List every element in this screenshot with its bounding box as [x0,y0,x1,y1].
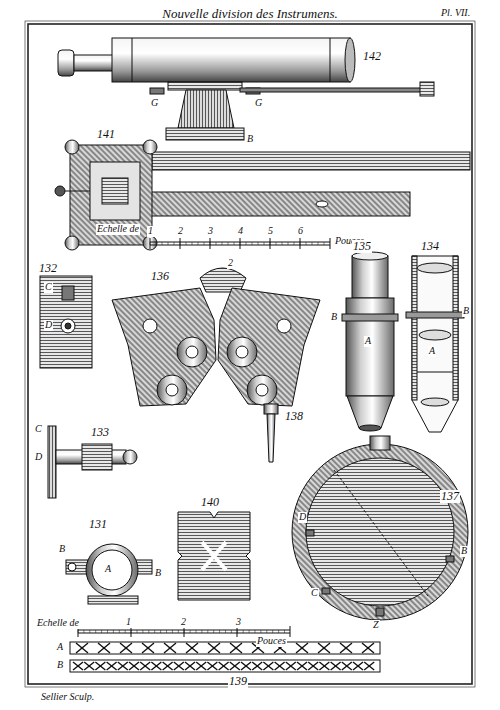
figure-number: 136 [150,270,170,283]
figure-number: 135 [352,240,372,253]
figure-number: 138 [284,410,304,423]
plate-132 [40,276,92,368]
figure-number: 137 [440,490,460,503]
figure-label: Sellier Sculp. [40,692,95,703]
figure-label: Echelle de [96,224,140,235]
figure-label: 1 [125,617,132,628]
telescope [58,38,434,128]
figure-label: D [34,452,43,463]
figure-label: D [44,320,53,331]
eyepiece-tube [342,252,398,431]
figure-label: G [150,98,159,109]
scale-bar [150,238,330,249]
plate-frame [28,24,472,684]
clip [200,268,246,292]
figure-label: C [44,282,53,293]
divided-ring [292,436,468,620]
figure-label: C [310,588,319,599]
collar-131 [66,544,152,604]
figure-label: A [364,336,372,347]
figure-label: 2 [180,617,187,628]
figure-label: 1 [147,226,154,237]
figure-label: Echelle de [36,618,80,629]
figure-label: B [462,306,470,317]
plate-frame [25,21,475,687]
figure-number: 139 [228,675,248,688]
figure-label: A [104,564,112,575]
figure-label: 5 [267,226,274,237]
figure-label: Pouces [256,636,287,647]
figure-number: 132 [38,262,58,275]
figure-label: B [154,568,162,579]
plate-title: Nouvelle division des Instrumens. [0,6,500,22]
diaphragm-plates [112,288,320,406]
figure-label: B [246,134,254,145]
figure-label: B [58,544,66,555]
figure-label: 2 [227,258,234,269]
figure-label: 2 [177,226,184,237]
figure-label: G [254,98,263,109]
figure-label: Pl. VII. [440,8,471,19]
figure-number: 134 [420,240,440,253]
clamp-133 [48,426,137,498]
figure-number: 141 [96,128,116,141]
figure-label: A [56,642,64,653]
figure-number: 140 [200,496,220,509]
sliding-base [55,128,470,250]
figure-number: 142 [362,50,382,63]
figure-label: C [34,424,43,435]
figure-label: B [460,546,468,557]
figure-label: B [330,312,338,323]
figure-label: 4 [237,226,244,237]
cross-plate [178,512,250,600]
figure-label: Z [372,620,380,631]
eyepiece-section [406,256,464,432]
pin [264,404,278,462]
figure-label: 3 [235,617,242,628]
divided-strips [70,642,380,672]
figure-label: 6 [297,226,304,237]
figure-label: B [56,660,64,671]
figure-number: 133 [90,426,110,439]
figure-label: 3 [207,226,214,237]
figure-label: D [298,512,307,523]
figure-label: A [428,346,436,357]
figure-number: 131 [88,518,108,531]
